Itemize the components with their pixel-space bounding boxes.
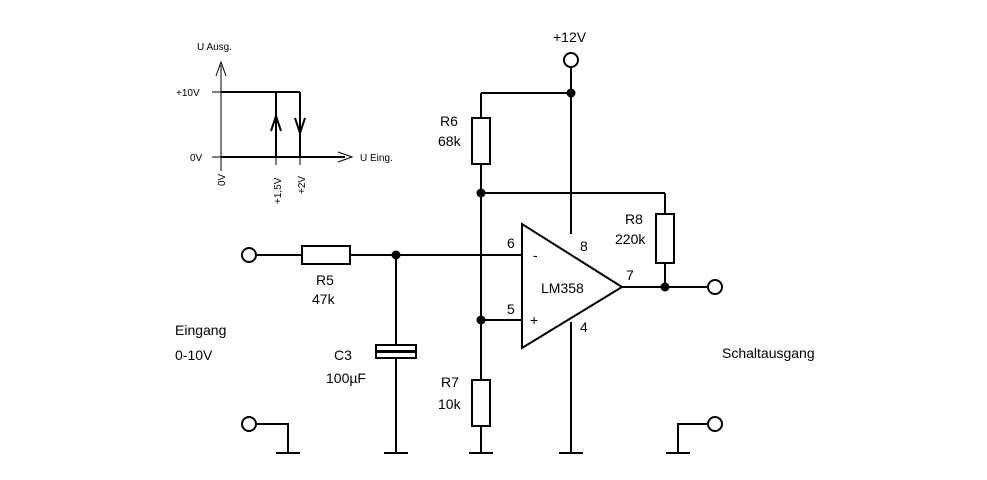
c3-name: C3 bbox=[334, 347, 352, 363]
r7-value: 10k bbox=[438, 396, 462, 412]
input-ground-terminal bbox=[241, 416, 257, 432]
pin-5-label: 5 bbox=[507, 301, 515, 317]
x-axis-arrow bbox=[337, 151, 354, 163]
output-ground-wire bbox=[677, 423, 708, 452]
x-tick-2-label: +2V bbox=[297, 176, 308, 194]
supply-label: +12V bbox=[553, 29, 587, 45]
noninverting-sign: + bbox=[530, 312, 538, 328]
junction-dots bbox=[391, 88, 670, 325]
x-tick-zero-label: 0V bbox=[217, 173, 228, 186]
y-axis-arrow bbox=[215, 60, 227, 77]
x-axis-label: U Eing. bbox=[360, 153, 393, 164]
r6-name: R6 bbox=[440, 113, 458, 129]
output-title: Schaltausgang bbox=[722, 345, 815, 361]
wires bbox=[256, 68, 708, 452]
capacitor-plate-bottom bbox=[375, 351, 417, 359]
r8-name: R8 bbox=[625, 211, 643, 227]
c3-value: 100µF bbox=[326, 370, 366, 386]
r5-value: 47k bbox=[312, 291, 336, 307]
output-ground-terminal bbox=[707, 416, 723, 432]
junction-dot bbox=[660, 282, 670, 292]
input-title: Eingang bbox=[175, 322, 226, 338]
r7-name: R7 bbox=[441, 374, 459, 390]
junction-dot bbox=[391, 250, 401, 260]
r6-value: 68k bbox=[438, 133, 462, 149]
terminals bbox=[241, 52, 723, 432]
pin-6-label: 6 bbox=[507, 235, 515, 251]
up-arrow-icon bbox=[270, 112, 282, 132]
opamp-lm358 bbox=[521, 222, 624, 350]
y-tick-high-label: +10V bbox=[176, 88, 200, 99]
supply-terminal bbox=[563, 52, 579, 68]
pin-8-label: 8 bbox=[580, 238, 588, 254]
junction-dot bbox=[476, 315, 486, 325]
y-tick-low-label: 0V bbox=[190, 153, 203, 164]
inverting-sign: - bbox=[533, 247, 538, 263]
pin-7-label: 7 bbox=[626, 267, 634, 283]
down-arrow-icon bbox=[294, 117, 306, 137]
hysteresis-graph: U Ausg. U Eing. +10V 0V 0V +1,5V +2V bbox=[176, 42, 393, 204]
capacitor-c3 bbox=[375, 344, 417, 359]
capacitor-plate-top bbox=[375, 344, 417, 352]
resistor-r6 bbox=[471, 117, 491, 165]
opamp-label: LM358 bbox=[541, 280, 584, 296]
junction-dot bbox=[566, 88, 576, 98]
input-ground-wire bbox=[256, 423, 289, 452]
pin-4-label: 4 bbox=[580, 319, 588, 335]
input-terminal bbox=[241, 247, 257, 263]
r5-name: R5 bbox=[316, 272, 334, 288]
resistor-r7 bbox=[471, 379, 491, 427]
junction-dot bbox=[476, 188, 486, 198]
r8-value: 220k bbox=[615, 231, 646, 247]
input-range: 0-10V bbox=[175, 347, 213, 363]
y-axis-label: U Ausg. bbox=[197, 42, 232, 53]
resistor-r5 bbox=[301, 245, 351, 265]
resistor-r8 bbox=[655, 213, 675, 264]
output-terminal bbox=[707, 279, 723, 295]
x-tick-1-label: +1,5V bbox=[273, 177, 284, 204]
